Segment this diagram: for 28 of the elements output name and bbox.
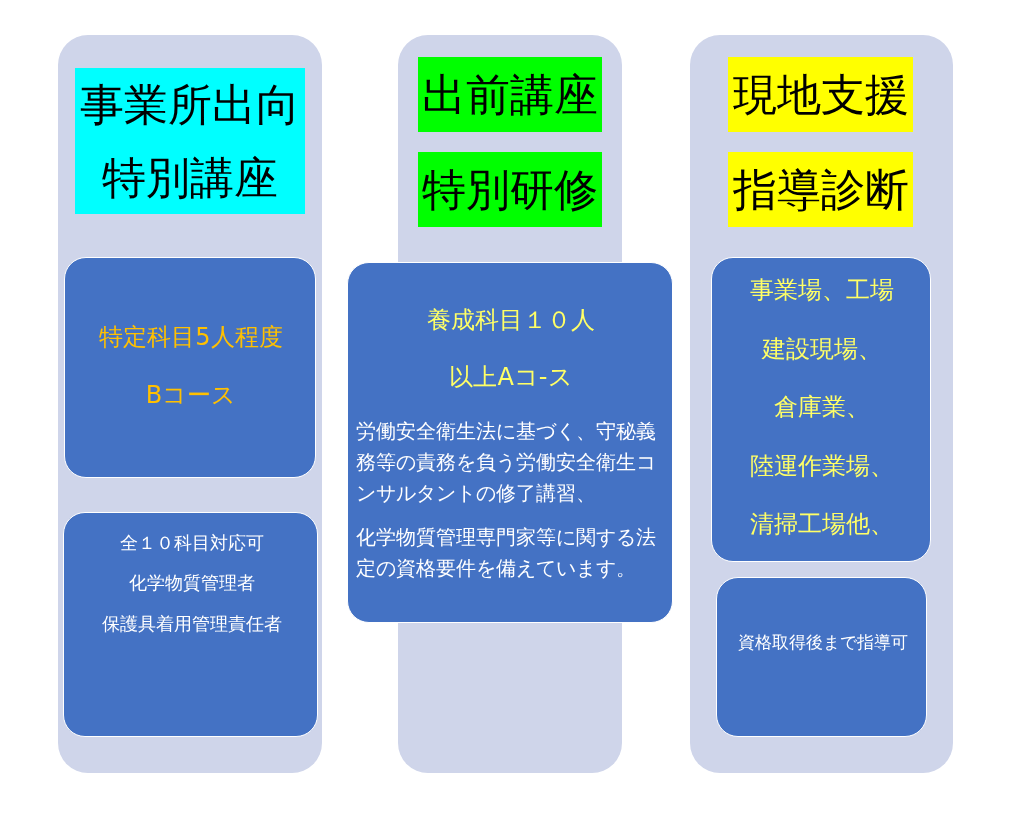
card-text: 陸運作業場、	[749, 451, 895, 482]
card-text: 清掃工場他、	[749, 509, 895, 540]
card-text: Bコース	[144, 380, 238, 411]
card-text: 資格取得後まで指導可	[736, 631, 909, 654]
card-text: 養成科目１０人	[426, 305, 596, 336]
content-card	[347, 262, 673, 623]
card-text: 特定科目5人程度	[98, 322, 284, 353]
column-heading: 指導診断	[728, 152, 913, 227]
content-card	[711, 257, 931, 562]
card-text: 化学物質管理専門家等に関する法定の資格要件を備えています。	[356, 524, 656, 582]
card-text: 建設現場、	[761, 334, 883, 365]
column-heading: 特別研修	[418, 152, 602, 227]
card-text: 労働安全衛生法に基づく、守秘義務等の責務を負う労働安全衛生コンサルタントの修了講習、	[356, 418, 656, 507]
column-heading: 現地支援	[728, 57, 913, 132]
content-card	[716, 577, 927, 737]
column-panel	[398, 35, 622, 262]
column-heading: 事業所出向特別講座	[75, 68, 305, 214]
card-text: 倉庫業、	[773, 392, 871, 423]
column-panel	[58, 35, 322, 773]
content-card	[64, 257, 316, 478]
card-text: 化学物質管理者	[127, 571, 256, 595]
card-text: 以上Aコ-ス	[448, 362, 574, 393]
column-panel	[690, 35, 953, 773]
content-card	[63, 512, 318, 737]
card-text: 全１０科目対応可	[118, 531, 265, 555]
column-heading: 出前講座	[418, 57, 602, 132]
card-text: 保護具着用管理責任者	[100, 612, 283, 636]
card-text: 事業場、工場	[749, 275, 895, 306]
